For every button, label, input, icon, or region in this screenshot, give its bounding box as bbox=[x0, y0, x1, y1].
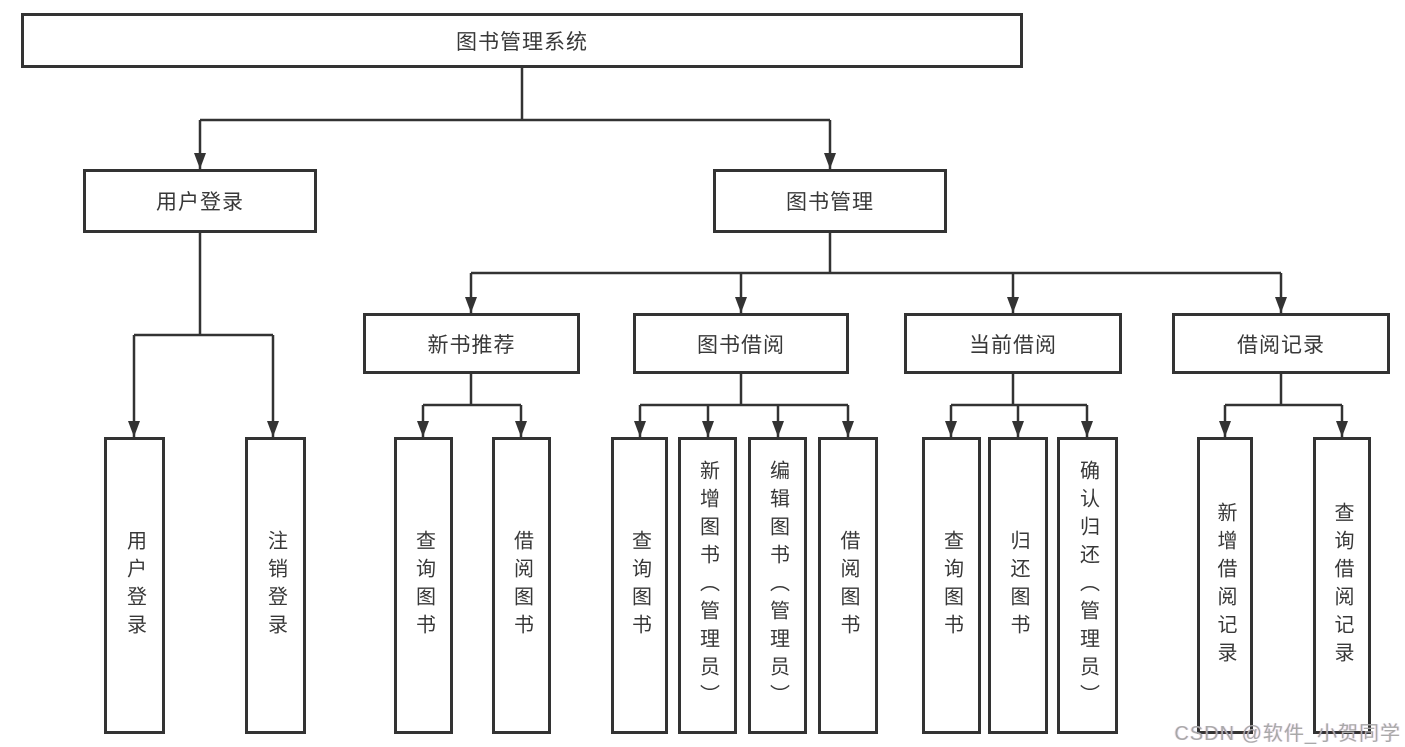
node-label: 借阅图书 bbox=[837, 529, 859, 642]
connector-book-management-branch bbox=[469, 233, 1283, 313]
arrowhead-icon bbox=[634, 421, 646, 437]
node-label: 借阅记录 bbox=[1237, 333, 1325, 357]
node-label: 图书借阅 bbox=[697, 333, 785, 357]
arrowhead-icon bbox=[945, 421, 957, 437]
node-current-borrowing: 当前借阅 bbox=[904, 313, 1122, 374]
node-label: 查询借阅记录 bbox=[1331, 501, 1353, 670]
arrowhead-icon bbox=[465, 297, 477, 313]
connector-user-login-branch bbox=[132, 233, 275, 437]
node-label: 注销登录 bbox=[264, 529, 287, 642]
node-new-book-recommend: 新书推荐 bbox=[363, 313, 580, 374]
node-label: 当前借阅 bbox=[969, 333, 1057, 357]
arrowhead-icon bbox=[1081, 421, 1093, 437]
leaf-query-books-recommend: 查询图书 bbox=[394, 437, 453, 734]
node-label: 查询图书 bbox=[940, 529, 963, 642]
leaf-logout-login: 注销登录 bbox=[245, 437, 306, 734]
node-label: 借阅图书 bbox=[510, 529, 533, 642]
connector-root-to-level2 bbox=[198, 68, 832, 169]
arrowhead-icon bbox=[267, 421, 279, 437]
node-label: 新增借阅记录 bbox=[1214, 501, 1236, 670]
node-label: 确认归还（管理员） bbox=[1076, 459, 1099, 712]
connector-book-borrow-branch bbox=[638, 374, 850, 437]
node-label: 新增图书（管理员） bbox=[696, 459, 719, 712]
node-book-management: 图书管理 bbox=[713, 169, 947, 233]
node-label: 编辑图书（管理员） bbox=[766, 459, 789, 712]
arrowhead-icon bbox=[842, 421, 854, 437]
arrowheads bbox=[128, 153, 1348, 437]
csdn-watermark: CSDN @软件_小贺同学 bbox=[1174, 723, 1401, 745]
arrowhead-icon bbox=[735, 297, 747, 313]
arrowhead-icon bbox=[128, 421, 140, 437]
connector-borrow-record-branch bbox=[1223, 374, 1344, 437]
node-user-login: 用户登录 bbox=[83, 169, 317, 233]
connector-lines bbox=[132, 68, 1344, 437]
arrowhead-icon bbox=[515, 421, 527, 437]
arrowhead-icon bbox=[702, 421, 714, 437]
node-label: 查询图书 bbox=[412, 529, 435, 642]
leaf-add-borrow-record: 新增借阅记录 bbox=[1197, 437, 1253, 734]
arrowhead-icon bbox=[1012, 421, 1024, 437]
leaf-return-books: 归还图书 bbox=[988, 437, 1048, 734]
node-label: 新书推荐 bbox=[427, 333, 516, 357]
node-borrowing-records: 借阅记录 bbox=[1172, 313, 1390, 374]
arrowhead-icon bbox=[194, 153, 206, 169]
leaf-add-book-admin: 新增图书（管理员） bbox=[678, 437, 737, 734]
arrowhead-icon bbox=[1336, 421, 1348, 437]
leaf-borrow-books: 借阅图书 bbox=[818, 437, 878, 734]
leaf-query-books-current: 查询图书 bbox=[922, 437, 981, 734]
arrowhead-icon bbox=[824, 153, 836, 169]
node-library-management-system: 图书管理系统 bbox=[21, 13, 1023, 68]
arrowhead-icon bbox=[1007, 297, 1019, 313]
arrowhead-icon bbox=[1275, 297, 1287, 313]
leaf-borrow-books-recommend: 借阅图书 bbox=[492, 437, 551, 734]
node-book-borrowing: 图书借阅 bbox=[633, 313, 849, 374]
connector-new-book-branch bbox=[421, 374, 523, 437]
leaf-confirm-return-admin: 确认归还（管理员） bbox=[1057, 437, 1118, 734]
node-label: 图书管理系统 bbox=[456, 30, 588, 54]
leaf-query-borrow-record: 查询借阅记录 bbox=[1313, 437, 1371, 734]
leaf-edit-book-admin: 编辑图书（管理员） bbox=[748, 437, 807, 734]
node-label: 归还图书 bbox=[1007, 529, 1029, 642]
arrowhead-icon bbox=[417, 421, 429, 437]
node-label: 查询图书 bbox=[628, 529, 651, 642]
leaf-user-login: 用户登录 bbox=[104, 437, 165, 734]
node-label: 用户登录 bbox=[156, 191, 244, 214]
leaf-query-books-borrow: 查询图书 bbox=[611, 437, 668, 734]
node-label: 图书管理 bbox=[786, 191, 874, 214]
arrowhead-icon bbox=[1219, 421, 1231, 437]
arrowhead-icon bbox=[772, 421, 784, 437]
node-label: 用户登录 bbox=[123, 529, 146, 642]
